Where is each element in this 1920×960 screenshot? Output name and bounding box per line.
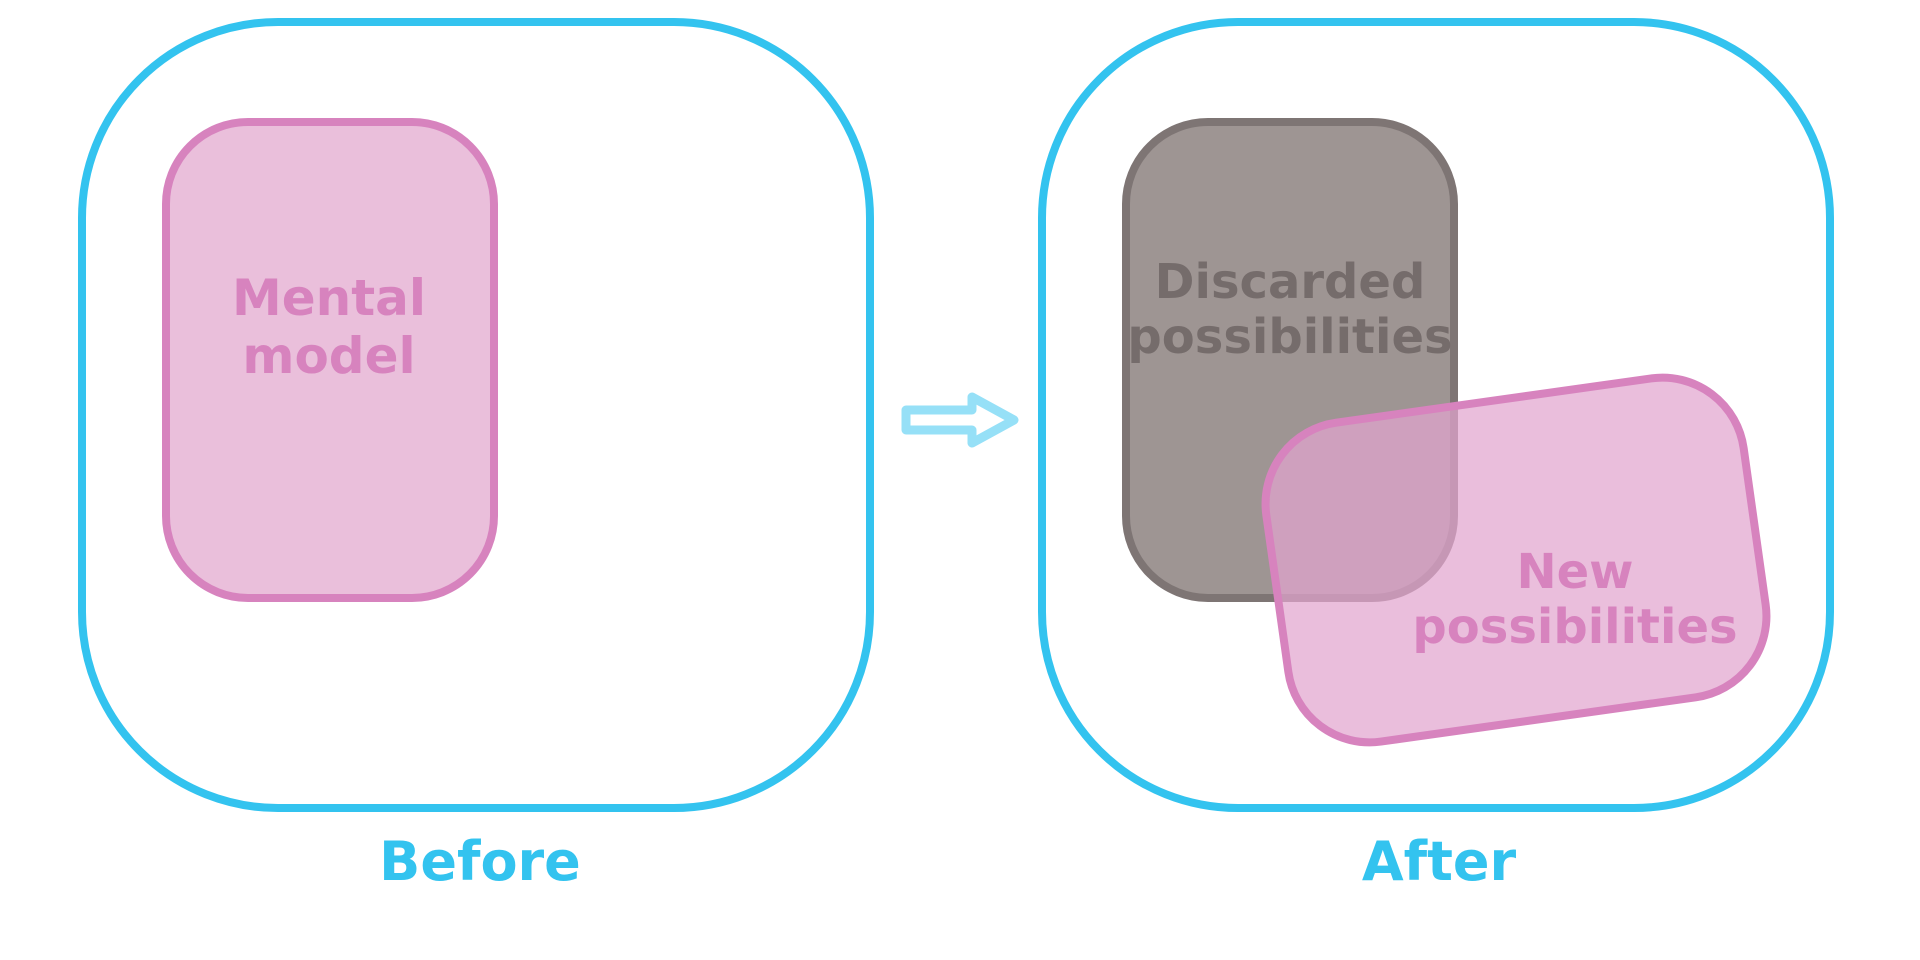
before-frame: [78, 18, 874, 812]
new-possibilities-text: New possibilities: [1412, 544, 1738, 656]
before-label: Before: [379, 830, 581, 893]
discarded-possibilities-text: Discarded possibilities: [1127, 254, 1453, 366]
arrow-icon: [901, 392, 1019, 448]
after-frame: [1038, 18, 1834, 812]
after-label: After: [1361, 830, 1517, 893]
mental-model-text: Mental model: [231, 269, 427, 385]
mental-model-card: [162, 118, 498, 602]
